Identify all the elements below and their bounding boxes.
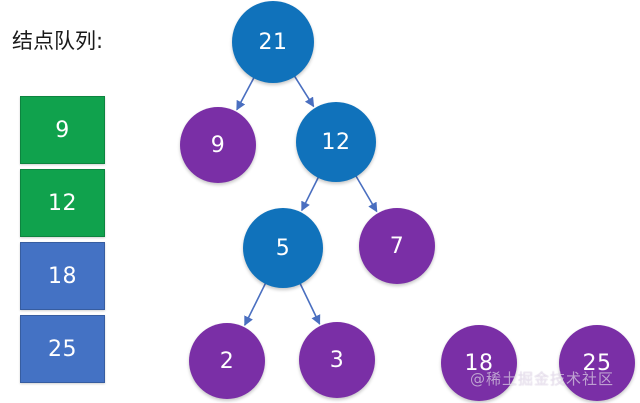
tree-node-18: 18 bbox=[441, 325, 517, 401]
tree-edge-21-to-9 bbox=[236, 76, 255, 111]
queue-item: 9 bbox=[20, 96, 105, 164]
tree-edge-5-to-2 bbox=[244, 282, 267, 327]
watermark: @稀土掘金技术社区 bbox=[470, 370, 615, 388]
tree-node-2: 2 bbox=[189, 323, 265, 399]
queue-label: 结点队列: bbox=[12, 29, 104, 53]
tree-node-12: 12 bbox=[296, 102, 376, 182]
queue-item: 12 bbox=[20, 169, 105, 237]
tree-edge-12-to-7 bbox=[355, 175, 378, 213]
tree-node-5: 5 bbox=[243, 208, 323, 288]
queue-item: 25 bbox=[20, 315, 105, 383]
tree-node-9: 9 bbox=[180, 107, 256, 183]
queue-item: 18 bbox=[20, 242, 105, 310]
tree-node-3: 3 bbox=[299, 322, 375, 398]
tree-node-25: 25 bbox=[559, 325, 635, 401]
tree-edge-21-to-12 bbox=[293, 75, 315, 108]
tree-edge-5-to-3 bbox=[299, 282, 321, 325]
tree-edge-12-to-5 bbox=[301, 176, 320, 212]
tree-node-21: 21 bbox=[232, 1, 314, 83]
tree-node-7: 7 bbox=[359, 208, 435, 284]
